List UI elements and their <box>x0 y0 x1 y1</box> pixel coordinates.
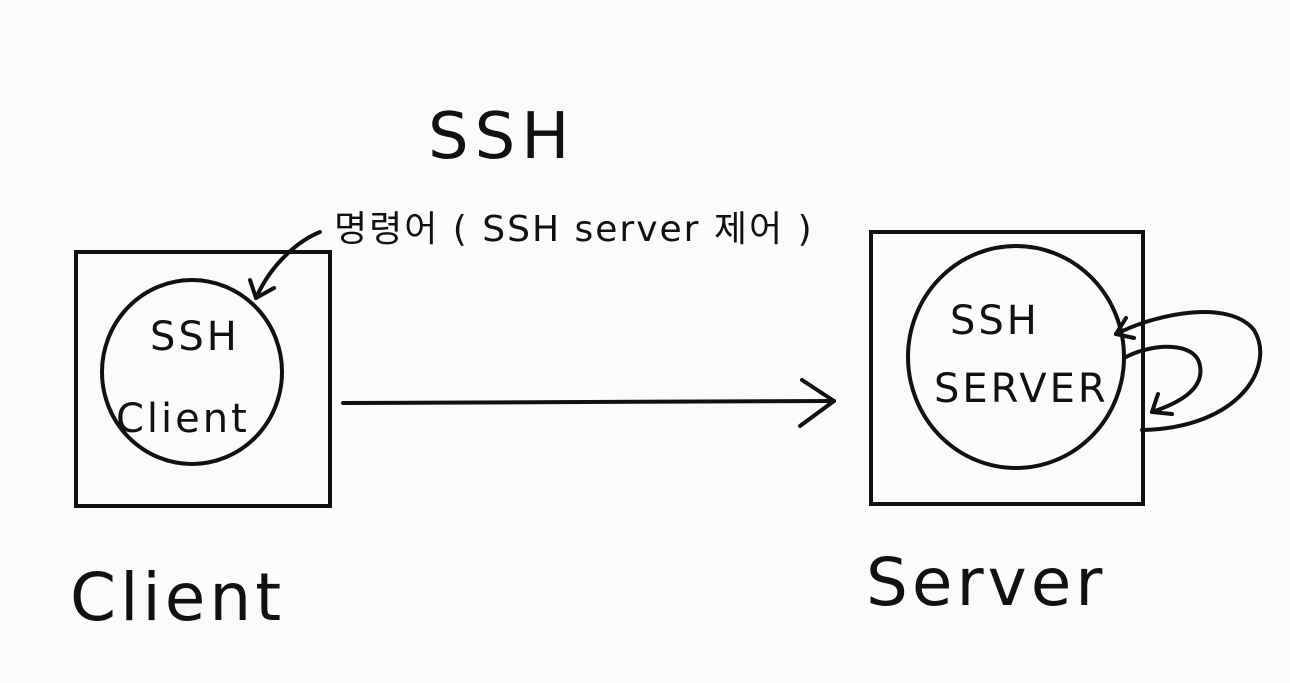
client-box <box>74 250 332 508</box>
ssh-server-line2: SERVER <box>934 366 1109 412</box>
ssh-server-line1: SSH <box>950 298 1040 344</box>
diagram-title: SSH <box>428 100 575 174</box>
ssh-client-line1: SSH <box>150 314 240 360</box>
ssh-server-circle <box>906 244 1126 470</box>
command-arrow <box>248 230 322 300</box>
connection-arrow <box>341 378 836 428</box>
server-node: SSH SERVER <box>869 230 1145 506</box>
server-label: Server <box>866 544 1106 621</box>
client-label: Client <box>70 559 285 636</box>
server-box <box>869 230 1145 506</box>
self-loop-arrow <box>1114 310 1263 432</box>
ssh-client-circle <box>100 278 284 466</box>
client-node: SSH Client <box>74 250 332 508</box>
command-annotation: 명령어 ( SSH server 제어 ) <box>334 209 814 250</box>
ssh-client-line2: Client <box>116 396 250 442</box>
